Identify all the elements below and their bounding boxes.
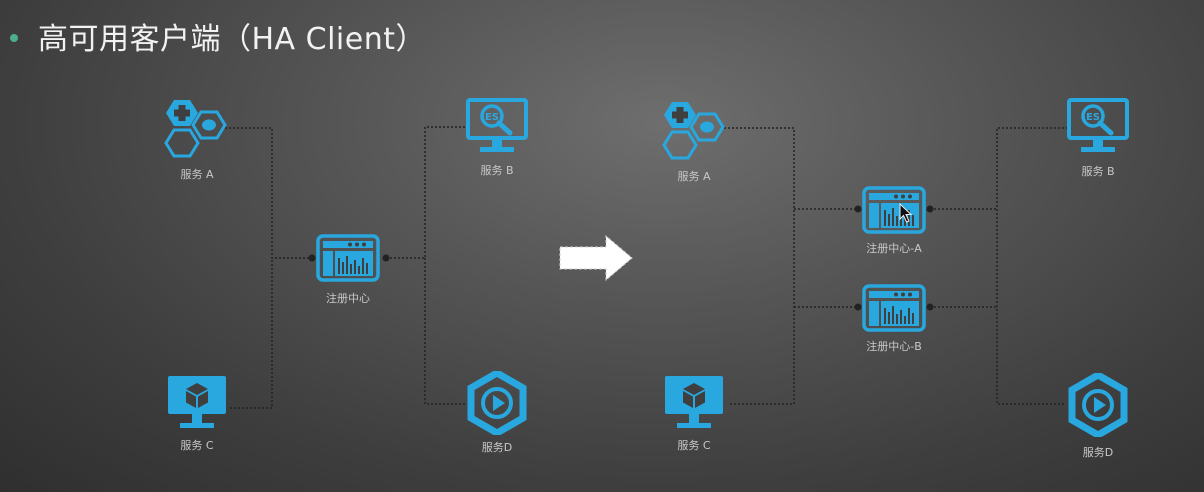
registry-a-right-port <box>926 205 934 213</box>
service-b-right-node: 服务 B <box>1038 163 1158 179</box>
page-title: 高可用客户端（HA Client） <box>38 22 426 57</box>
service-d-node: 服务D <box>437 439 557 455</box>
service-a-right-hex-icon <box>662 100 725 160</box>
registry-node: 注册中心 <box>288 290 408 306</box>
registry-a-panel-icon <box>862 186 926 234</box>
bullet-icon <box>10 34 18 42</box>
service-d-right-node: 服务D <box>1038 444 1158 460</box>
registry-b-right-port <box>926 303 934 311</box>
service-a-hex-icon <box>164 98 227 158</box>
connector-registry-b <box>386 126 467 259</box>
connector-right-bus <box>996 127 1068 405</box>
service-c-node: 服务 C <box>137 437 257 453</box>
registry-panel-icon <box>316 234 380 282</box>
registry-b-node: 注册中心-B <box>834 338 954 354</box>
registry-right-port <box>382 254 390 262</box>
right-connectors <box>724 127 1068 405</box>
connector-registry-d <box>424 258 467 405</box>
transition-arrow-icon <box>559 234 633 282</box>
registry-b-panel-icon <box>862 284 926 332</box>
service-a-label: 服务 A <box>180 168 214 181</box>
service-a-right-node: 服务 A <box>634 168 754 184</box>
service-b-right-search-monitor-icon <box>1069 100 1127 152</box>
service-b-right-label: 服务 B <box>1081 165 1115 178</box>
service-b-node: 服务 B <box>437 162 557 178</box>
service-a-right-label: 服务 A <box>677 170 711 183</box>
registry-a-left-port <box>854 205 862 213</box>
connector-a2-bus <box>724 127 795 405</box>
connector-a-registry <box>225 127 312 259</box>
service-c-cube-monitor-icon <box>168 376 226 428</box>
left-connectors <box>225 126 467 409</box>
registry-b-label: 注册中心-B <box>866 340 922 353</box>
registry-label: 注册中心 <box>326 292 370 305</box>
registry-a-node: 注册中心-A <box>834 240 954 256</box>
connector-c-registry <box>230 258 273 409</box>
service-d-right-label: 服务D <box>1082 446 1114 459</box>
service-d-right-play-hex-icon <box>1072 375 1124 435</box>
service-d-label: 服务D <box>481 441 513 454</box>
title-row: 高可用客户端（HA Client） <box>10 14 426 58</box>
registry-a-label: 注册中心-A <box>866 242 922 255</box>
service-c-right-node: 服务 C <box>634 437 754 453</box>
service-b-search-monitor-icon <box>468 100 526 152</box>
service-c-right-label: 服务 C <box>677 439 711 452</box>
registry-b-left-port <box>854 303 862 311</box>
service-b-label: 服务 B <box>480 164 514 177</box>
mouse-cursor-icon <box>899 202 913 223</box>
service-c-label: 服务 C <box>180 439 214 452</box>
service-c-right-cube-monitor-icon <box>665 376 723 428</box>
service-d-play-hex-icon <box>471 373 523 433</box>
service-a-node: 服务 A <box>137 166 257 182</box>
registry-left-port <box>308 254 316 262</box>
